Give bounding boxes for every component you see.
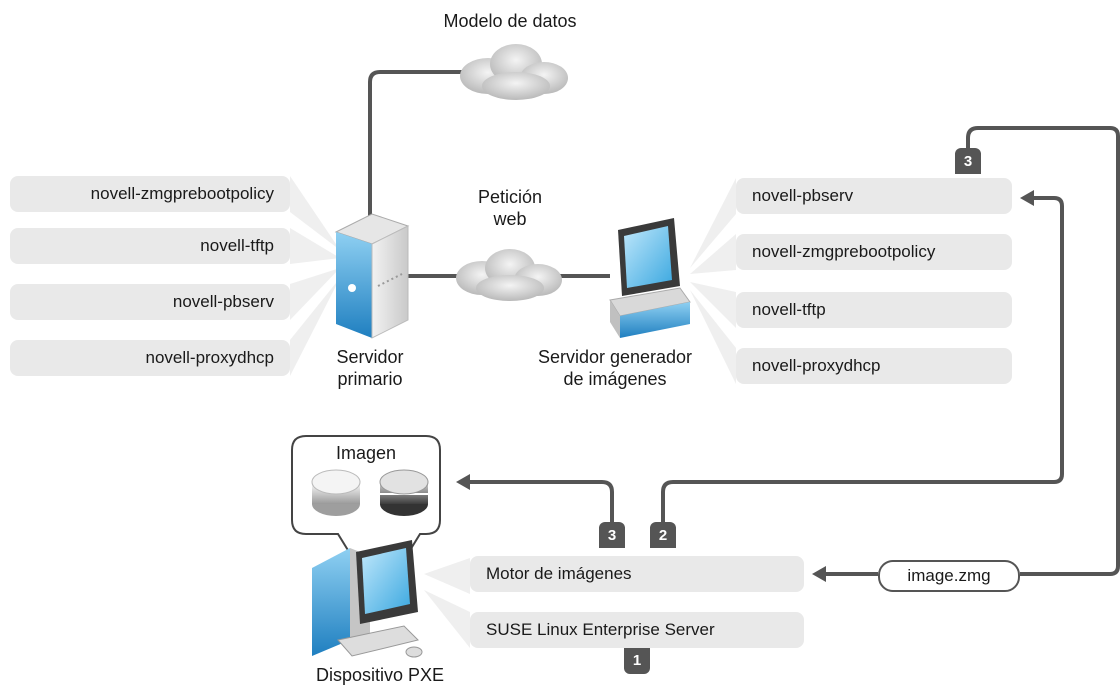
imaging-server-label-line2: de imágenes [563, 369, 667, 389]
arrow-to-pbserv [1020, 190, 1034, 206]
web-request-cloud-icon [456, 249, 562, 301]
web-request-label-line2: web [493, 209, 527, 229]
imaging-service-proxydhcp: novell-proxydhcp [736, 348, 1012, 384]
imaging-server-callout [690, 178, 736, 384]
primary-service-tftp: novell-tftp [10, 228, 290, 264]
image-label: Imagen [335, 443, 397, 463]
pxe-stack-callout [424, 558, 470, 648]
primary-server-label: Servidor primario [310, 346, 430, 390]
imaging-server-label: Servidor generador de imágenes [510, 346, 720, 390]
step-badge-bottom: 1 [624, 648, 650, 674]
image-zmg-pill: image.zmg [878, 560, 1020, 592]
step-badge-top-right: 3 [955, 148, 981, 174]
imaging-server-label-line1: Servidor generador [537, 347, 693, 367]
arrowheads [456, 190, 1034, 582]
disk-light-icon [311, 469, 361, 516]
primary-server-label-line2: primario [337, 369, 403, 389]
pxe-device-icon [312, 540, 423, 658]
disk-dark-icon [379, 469, 429, 516]
web-request-label-line1: Petición [477, 187, 543, 207]
primary-service-zmgprebootpolicy: novell-zmgprebootpolicy [10, 176, 290, 212]
arrow-to-engine [812, 566, 826, 582]
server-to-data-model-line [368, 70, 470, 218]
imaging-service-zmgprebootpolicy: novell-zmgprebootpolicy [736, 234, 1012, 270]
web-request-label: Petición web [440, 186, 580, 230]
imaging-service-pbserv: novell-pbserv [736, 178, 1012, 214]
data-model-cloud-icon [460, 44, 568, 100]
connector-lines [368, 70, 1120, 576]
step2-to-pbserv-line [661, 196, 1064, 522]
pxe-device-label: Dispositivo PXE [315, 665, 445, 685]
imaging-engine-box: Motor de imágenes [470, 556, 804, 592]
step-badge-right: 2 [650, 522, 676, 548]
data-model-label: Modelo de datos [443, 11, 577, 31]
step3-to-image-line [470, 480, 614, 522]
imaging-server-icon [609, 218, 691, 338]
arrow-to-image [456, 474, 470, 490]
primary-server-callout [290, 176, 340, 376]
primary-server-label-line1: Servidor [336, 347, 404, 367]
primary-server-icon [334, 213, 410, 339]
imaging-service-tftp: novell-tftp [736, 292, 1012, 328]
step3-top-line [966, 126, 1120, 148]
step-badge-left: 3 [599, 522, 625, 548]
primary-service-proxydhcp: novell-proxydhcp [10, 340, 290, 376]
primary-service-pbserv: novell-pbserv [10, 284, 290, 320]
suse-linux-box: SUSE Linux Enterprise Server [470, 612, 804, 648]
image-file-line [1020, 136, 1120, 576]
